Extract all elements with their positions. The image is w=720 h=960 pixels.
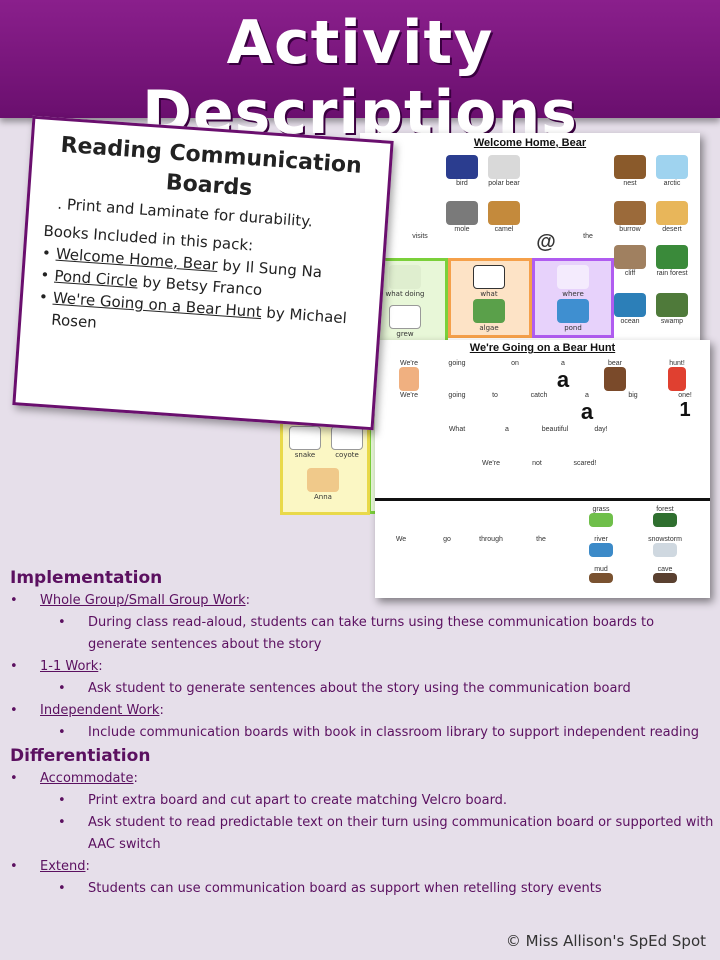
symbol-cave: cave xyxy=(645,566,685,584)
symbol-scared: scared! xyxy=(573,460,597,467)
symbol-river: river xyxy=(581,536,621,558)
symbol-we-re: We're xyxy=(389,360,429,392)
symbol-what-doing: what doing xyxy=(385,265,425,298)
symbol-algae: algae xyxy=(469,299,509,332)
symbol-day: day! xyxy=(594,426,608,433)
list-item: Extend: xyxy=(10,856,716,878)
symbol-cliff: cliff xyxy=(610,245,650,277)
list-item: Include communication boards with book i… xyxy=(10,722,716,744)
symbol-through: through xyxy=(479,536,503,543)
board-column-orange: what algae xyxy=(448,258,532,338)
symbol-swamp: swamp xyxy=(652,293,692,325)
board-title: We're Going on a Bear Hunt xyxy=(469,342,616,354)
symbol-snake: snake xyxy=(285,426,325,459)
symbol-coyote: coyote xyxy=(327,426,367,459)
symbol-bird: bird xyxy=(442,155,482,187)
differentiation-heading: Differentiation xyxy=(10,746,151,766)
header-banner: Activity Descriptions xyxy=(0,0,720,148)
symbol-visits: visits xyxy=(412,233,428,240)
symbol-burrow: burrow xyxy=(610,201,650,233)
symbol-what: what xyxy=(469,265,509,298)
copyright-credit: © Miss Allison's SpEd Spot xyxy=(505,932,706,950)
symbol-forest: forest xyxy=(645,506,685,528)
symbol-rain-forest: rain forest xyxy=(652,245,692,277)
list-item: Students can use communication board as … xyxy=(10,878,716,900)
symbol-ocean: ocean xyxy=(610,293,650,325)
implementation-heading: Implementation xyxy=(10,568,163,588)
list-item: During class read-aloud, students can ta… xyxy=(10,612,716,656)
list-item: Whole Group/Small Group Work: xyxy=(10,590,716,612)
symbol-going: going xyxy=(448,392,466,399)
symbol-at: @ xyxy=(536,231,556,253)
list-item: Ask student to read predictable text on … xyxy=(10,812,716,856)
symbol-big: big xyxy=(628,392,638,399)
symbol-going: going xyxy=(448,360,466,367)
symbol-grew: grew xyxy=(385,305,425,338)
board-column-purple: where pond xyxy=(532,258,614,338)
symbol-the: the xyxy=(536,536,546,543)
symbol-go: go xyxy=(443,536,451,543)
info-card: Reading Communication Boards . Print and… xyxy=(12,115,394,431)
symbol-one: one!1 xyxy=(678,392,692,421)
list-item: Print extra board and cut apart to creat… xyxy=(10,790,716,812)
symbol-arctic: arctic xyxy=(652,155,692,187)
symbol-where: where xyxy=(553,265,593,298)
symbol-mud: mud xyxy=(581,566,621,584)
board-bear-hunt: We're Going on a Bear Hunt We're going o… xyxy=(375,340,710,598)
symbol-bear: bear xyxy=(595,360,635,392)
symbol-we-re: We're xyxy=(400,392,418,399)
symbol-we: We xyxy=(395,536,407,543)
symbol-we-re: We're xyxy=(482,460,500,467)
symbol-a: a xyxy=(505,426,509,433)
board-column-yellow: snake coyote Anna xyxy=(280,415,370,515)
list-item: Accommodate: xyxy=(10,768,716,790)
symbol-the: the xyxy=(583,233,593,240)
description-text: Implementation Whole Group/Small Group W… xyxy=(10,566,716,900)
symbol-anna: Anna xyxy=(303,468,343,501)
symbol-catch: catch xyxy=(530,392,548,399)
symbol-on: on xyxy=(511,360,519,367)
symbol-desert: desert xyxy=(652,201,692,233)
symbol-camel: camel xyxy=(484,201,524,233)
divider xyxy=(375,498,710,501)
symbol-not: not xyxy=(532,460,542,467)
symbol-grass: grass xyxy=(581,506,621,528)
symbol-what: What xyxy=(448,426,466,433)
symbol-pond: pond xyxy=(553,299,593,332)
symbol-beautiful: beautiful xyxy=(541,426,569,433)
list-item: Ask student to generate sentences about … xyxy=(10,678,716,700)
symbol-hunt: hunt! xyxy=(657,360,697,392)
symbol-snowstorm: snowstorm xyxy=(645,536,685,558)
list-item: Independent Work: xyxy=(10,700,716,722)
symbol-polar-bear: polar bear xyxy=(484,155,524,187)
board-title: Welcome Home, Bear xyxy=(473,137,587,149)
symbol-to: to xyxy=(492,392,498,399)
symbol-mole: mole xyxy=(442,201,482,233)
list-item: 1-1 Work: xyxy=(10,656,716,678)
symbol-nest: nest xyxy=(610,155,650,187)
